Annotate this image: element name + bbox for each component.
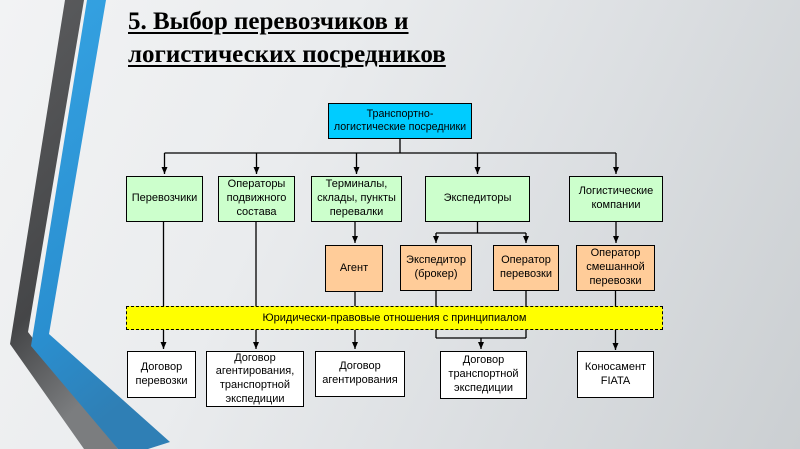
banner-legal-relations: Юридически-правовые отношения с принципи… [126,306,663,330]
node-forwarder-broker: Экспедитор (брокер) [400,245,472,291]
node-agent: Агент [325,245,383,292]
node-transport-expedition-contract: Договор транспортной экспедиции [440,351,527,399]
node-carriers: Перевозчики [126,176,203,222]
node-transport-logistics-intermediaries: Транспортно- логистические посредники [328,103,472,139]
node-rolling-stock-operators: Операторы подвижного состава [218,176,295,222]
node-terminals-warehouses: Терминалы, склады, пункты перевалки [311,176,402,222]
node-agency-transport-expedition-contract: Договор агентирования, транспортной эксп… [206,351,304,407]
accent-stripe-blue [31,0,170,449]
node-carriage-contract: Договор перевозки [127,351,196,398]
node-logistics-companies: Логистические компании [569,176,663,222]
accent-stripe-gray [10,0,118,449]
node-fiata-bill-of-lading: Коносамент FIATA [577,351,654,398]
node-carriage-operator: Оператор перевозки [493,245,559,291]
node-multimodal-operator: Оператор смешанной перевозки [576,245,655,291]
node-forwarders: Экспедиторы [425,176,530,222]
slide-title: 5. Выбор перевозчиков и логистических по… [128,8,446,68]
node-agency-contract: Договор агентирования [315,351,405,397]
